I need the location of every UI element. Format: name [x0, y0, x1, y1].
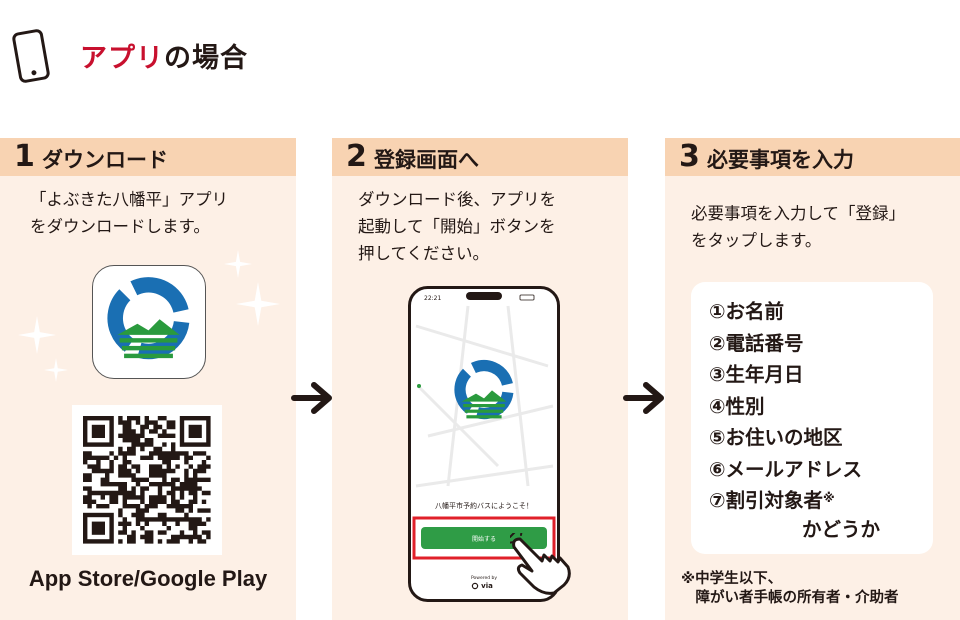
city-logo-icon: [454, 360, 514, 420]
list-item-continuation: かどうか: [802, 518, 881, 541]
sparkle-icon: [18, 316, 56, 354]
list-item: ③生年月日: [709, 363, 804, 386]
city-logo-icon: [107, 277, 190, 360]
phone-mockup: 22:21 八幡平市予約バスにようこそ！ 開始する Powered by via: [408, 286, 560, 602]
step-1-header: 1 ダウンロード: [0, 138, 296, 176]
smartphone-icon: [12, 29, 50, 83]
step-2-label: 登録画面へ: [374, 148, 479, 172]
arrow-right-icon: [623, 382, 664, 414]
required-items-list: ①お名前 ②電話番号 ③生年月日 ④性別 ⑤お住いの地区 ⑥メールアドレス ⑦割…: [709, 296, 862, 517]
title-accent: アプリ: [80, 43, 164, 74]
qr-code-icon: [82, 415, 211, 544]
app-icon[interactable]: [92, 265, 206, 379]
step-3-header: 3 必要事項を入力: [665, 138, 960, 176]
list-item: ⑦割引対象者※: [709, 489, 835, 512]
step-2-header: 2 登録画面へ: [332, 138, 628, 176]
sparkle-icon: [44, 358, 68, 382]
page-title: アプリの場合: [80, 36, 248, 75]
step-3-label: 必要事項を入力: [707, 148, 854, 172]
list-item: ④性別: [709, 394, 765, 418]
list-item: ⑤お住いの地区: [709, 426, 843, 449]
store-link-text: App Store/Google Play: [28, 566, 268, 591]
step-1-description: 「よぶきた八幡平」アプリ をダウンロードします。: [30, 190, 228, 236]
list-item: ②電話番号: [709, 331, 804, 355]
step-2-description: ダウンロード後、アプリを 起動して「開始」ボタンを 押してください。: [358, 190, 556, 263]
required-items-card: ①お名前 ②電話番号 ③生年月日 ④性別 ⑤お住いの地区 ⑥メールアドレス ⑦割…: [691, 282, 933, 554]
step-3-description: 必要事項を入力して「登録」 をタップします。: [691, 204, 906, 250]
list-item: ①お名前: [709, 300, 785, 323]
start-button-label: 開始する: [472, 535, 496, 543]
step-3-panel: 3 必要事項を入力 必要事項を入力して「登録」 をタップします。 ①お名前 ②電…: [665, 138, 960, 620]
step-1-label: ダウンロード: [42, 148, 168, 172]
step-2-panel: 2 登録画面へ ダウンロード後、アプリを 起動して「開始」ボタンを 押してくださ…: [332, 138, 628, 620]
footnote-text: ※中学生以下、 障がい者手帳の所有者・介助者: [681, 571, 899, 606]
pointing-hand-icon: [510, 533, 571, 595]
step-1-panel: 1 ダウンロード 「よぶきた八幡平」アプリ をダウンロードします。 App St…: [0, 138, 296, 620]
step-1-number: 1: [14, 139, 35, 174]
title-rest: の場合: [164, 43, 248, 74]
step-2-number: 2: [346, 139, 367, 174]
step-3-number: 3: [679, 139, 700, 174]
arrow-right-icon: [291, 382, 332, 414]
welcome-text: 八幡平市予約バスにようこそ！: [435, 501, 533, 510]
footnote-mark: ※: [823, 491, 835, 505]
sparkle-icon: [224, 250, 252, 278]
powered-by-text: Powered by: [471, 575, 497, 581]
via-brand: via: [481, 582, 493, 590]
status-time: 22:21: [424, 295, 441, 302]
sparkle-icon: [236, 282, 280, 326]
list-item: ⑥メールアドレス: [709, 457, 863, 481]
qr-code[interactable]: [72, 405, 222, 555]
